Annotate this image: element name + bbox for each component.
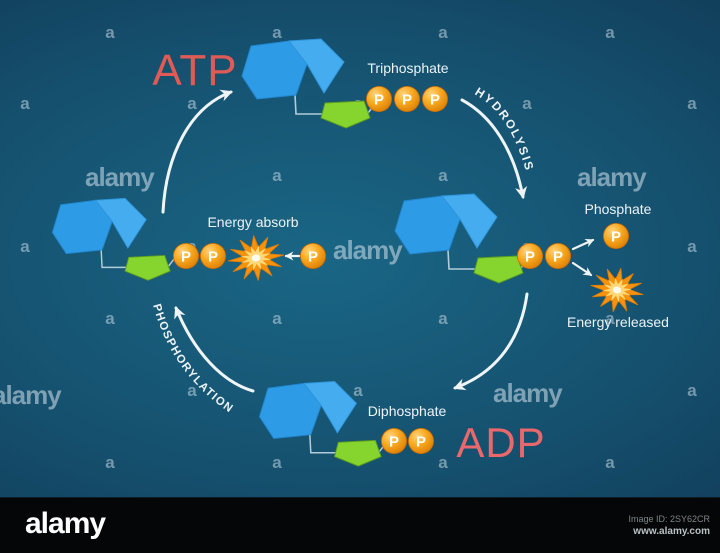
- watermark-a: a: [272, 166, 282, 185]
- alamy-footer-bar: alamy Image ID: 2SY62CR www.alamy.com: [0, 497, 720, 553]
- phosphate-sphere: P: [408, 428, 434, 454]
- alamy-logo: alamy: [25, 506, 106, 540]
- watermark-a: a: [605, 23, 615, 42]
- watermark-a: a: [438, 453, 448, 472]
- phosphate-sphere: P: [517, 243, 543, 269]
- released-phosphate-sphere: P: [603, 223, 629, 249]
- svg-text:P: P: [416, 434, 426, 451]
- svg-text:P: P: [389, 434, 399, 451]
- energy-absorb-starburst: [225, 232, 287, 284]
- phosphate-sphere: P: [422, 86, 448, 112]
- hydrolysis-arrow: [460, 98, 528, 199]
- watermark-a: a: [687, 381, 697, 400]
- watermark-a: a: [272, 453, 282, 472]
- hydrolysis-product-molecule: P P P Phosphate Energy released: [394, 193, 669, 330]
- watermark-a: a: [187, 381, 197, 400]
- watermark-alamy: alamy: [0, 380, 62, 410]
- adenosine-shape: [241, 38, 379, 129]
- energy-released-label: Energy released: [567, 314, 669, 330]
- phosphate-sphere: P: [381, 428, 407, 454]
- image-id-text: Image ID: 2SY62CR: [628, 513, 710, 524]
- watermark-a: a: [605, 309, 615, 328]
- to-energy-arrow: [571, 261, 593, 277]
- phosphate-sphere: P: [366, 86, 392, 112]
- footer-meta: Image ID: 2SY62CR www.alamy.com: [628, 513, 710, 539]
- svg-text:P: P: [181, 249, 191, 266]
- phosphate-label: Phosphate: [585, 201, 652, 217]
- adenosine-shape: [394, 193, 532, 284]
- energy-released-starburst: [586, 263, 648, 317]
- svg-text:P: P: [208, 249, 218, 266]
- watermark-a: a: [438, 309, 448, 328]
- watermark-layer: a a a a a a a a a a a a a a a a a a a a …: [0, 23, 697, 472]
- watermark-a: a: [272, 309, 282, 328]
- watermark-a: a: [187, 94, 197, 113]
- diagram-canvas: a a a a a a a a a a a a a a a a a a a a …: [0, 0, 720, 497]
- phosphate-sphere: P: [545, 243, 571, 269]
- watermark-a: a: [20, 94, 30, 113]
- watermark-a: a: [438, 166, 448, 185]
- watermark-a: a: [20, 237, 30, 256]
- watermark-a: a: [605, 453, 615, 472]
- adp-molecule: P P Diphosphate ADP: [258, 380, 545, 467]
- phosphate-sphere: P: [394, 86, 420, 112]
- watermark-alamy: alamy: [85, 162, 155, 192]
- atp-molecule: P P P Triphosphate ATP: [152, 38, 449, 129]
- diphosphate-label: Diphosphate: [368, 403, 447, 419]
- triphosphate-label: Triphosphate: [367, 60, 448, 76]
- watermark-a: a: [522, 94, 532, 113]
- watermark-a: a: [687, 94, 697, 113]
- adp-title: ADP: [456, 419, 545, 466]
- phosphate-sphere: P: [173, 243, 199, 269]
- watermark-a: a: [353, 381, 363, 400]
- watermark-alamy: alamy: [333, 235, 403, 265]
- atp-title: ATP: [152, 46, 237, 95]
- adp-down-arrow: [453, 292, 529, 391]
- svg-text:P: P: [525, 249, 535, 266]
- svg-text:P: P: [430, 92, 440, 109]
- svg-text:P: P: [402, 92, 412, 109]
- incoming-phosphate-sphere: P: [300, 243, 326, 269]
- phosphorylation-arrow: [174, 306, 255, 393]
- watermark-alamy: alamy: [577, 162, 647, 192]
- watermark-alamy: alamy: [493, 378, 563, 408]
- to-phosphate-arrow: [571, 238, 595, 251]
- adenosine-shape: [51, 197, 179, 282]
- watermark-a: a: [105, 309, 115, 328]
- svg-text:P: P: [553, 249, 563, 266]
- svg-text:P: P: [611, 229, 621, 246]
- watermark-a: a: [438, 23, 448, 42]
- svg-text:P: P: [308, 249, 318, 266]
- watermark-a: a: [105, 23, 115, 42]
- phosphorylation-molecule: P P P Energy absorb: [51, 197, 326, 284]
- watermark-a: a: [687, 237, 697, 256]
- watermark-a: a: [105, 453, 115, 472]
- phosphorylation-to-atp-arrow: [161, 89, 233, 214]
- svg-text:P: P: [374, 92, 384, 109]
- alamy-url-text: www.alamy.com: [633, 525, 710, 537]
- watermark-a: a: [272, 23, 282, 42]
- energy-absorb-label: Energy absorb: [207, 214, 298, 230]
- phosphate-sphere: P: [200, 243, 226, 269]
